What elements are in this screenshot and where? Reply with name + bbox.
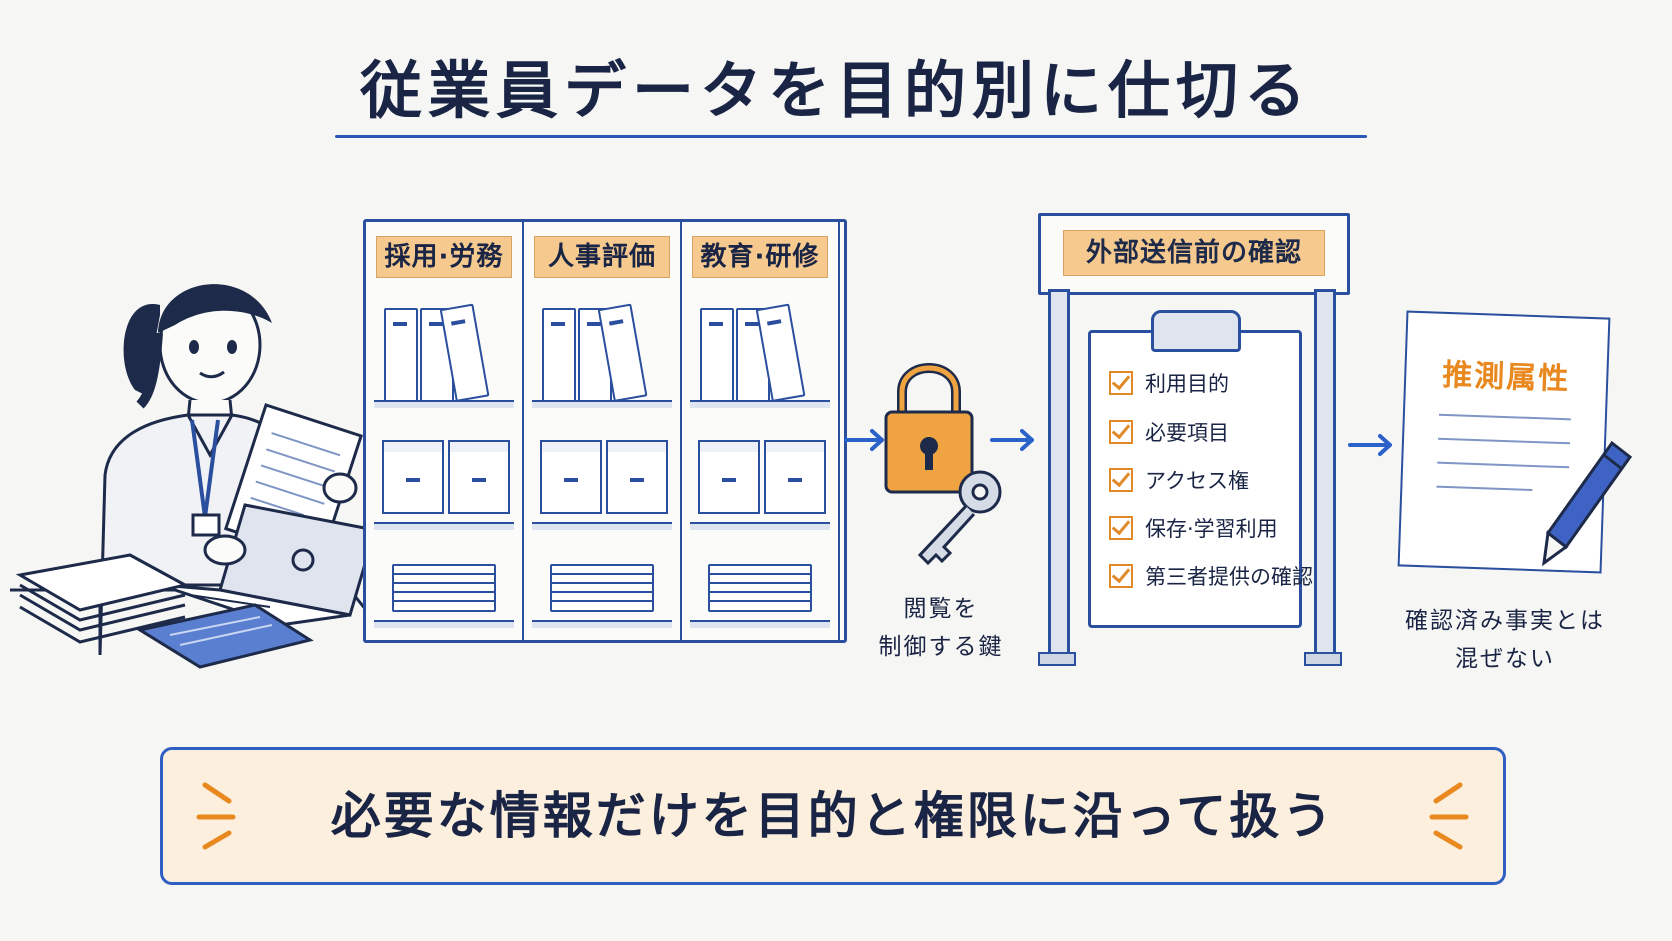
checklist-item-label: 第三者提供の確認 <box>1145 565 1313 589</box>
file-box-icon <box>448 440 510 514</box>
checklist-item-label: 保存·学習利用 <box>1145 517 1278 541</box>
data-cabinet: 採用·労務 人事評価 教育·研修 <box>363 219 847 643</box>
cabinet-shelf <box>532 620 672 628</box>
cabinet-label: 教育·研修 <box>692 236 828 278</box>
file-box-icon <box>606 440 668 514</box>
cabinet-shelf <box>532 522 672 530</box>
checkbox-checked-icon <box>1109 468 1133 492</box>
checklist-item: アクセス権 <box>1109 466 1249 496</box>
frame-post-left <box>1048 289 1070 661</box>
arrow-right-icon <box>990 429 1034 451</box>
summary-banner: 必要な情報だけを目的と権限に沿って扱う <box>160 747 1506 885</box>
doc-line <box>1436 485 1533 492</box>
cabinet-shelf <box>374 522 514 530</box>
inference-caption-line2: 混ぜない <box>1455 646 1555 672</box>
lock-caption: 閲覧を 制御する鍵 <box>866 590 1016 666</box>
file-box-icon <box>382 440 444 514</box>
file-box-icon <box>540 440 602 514</box>
cabinet-label: 採用·労務 <box>376 236 512 278</box>
inferred-attributes-title: 推測属性 <box>1441 357 1571 398</box>
paper-stack-icon <box>392 600 496 612</box>
external-transmission-check-header: 外部送信前の確認 <box>1038 213 1350 295</box>
checklist-item-label: 利用目的 <box>1145 372 1229 396</box>
checklist-item-label: アクセス権 <box>1145 469 1249 493</box>
checklist-item: 保存·学習利用 <box>1109 514 1278 544</box>
file-box-icon <box>698 440 760 514</box>
paper-stack-icon <box>708 600 812 612</box>
page-title: 従業員データを目的別に仕切る <box>359 54 1312 127</box>
cabinet-shelf <box>690 620 830 628</box>
frame-foot-left <box>1038 652 1076 666</box>
arrow-right-icon <box>1348 434 1392 456</box>
lock-caption-line1: 閲覧を <box>903 596 979 622</box>
cabinet-section-recruitment: 採用·労務 <box>366 222 524 640</box>
lock-and-key-icon <box>884 363 1002 566</box>
binder-icon <box>700 308 734 402</box>
sparkle-right-icon <box>1429 782 1469 850</box>
checklist-item: 第三者提供の確認 <box>1109 562 1313 592</box>
inference-caption-line1: 確認済み事実とは <box>1405 608 1605 634</box>
checklist-clipboard: 利用目的 必要項目 アクセス権 保存·学習利用 第三者提供の確認 <box>1088 330 1313 628</box>
frame-foot-right <box>1304 652 1342 666</box>
employee-at-desk-illustration <box>10 284 370 669</box>
check-frame-label: 外部送信前の確認 <box>1063 230 1325 276</box>
checkbox-checked-icon <box>1109 564 1133 588</box>
checkbox-checked-icon <box>1109 420 1133 444</box>
sparkle-left-icon <box>196 782 236 850</box>
cabinet-shelf <box>690 522 830 530</box>
inference-caption: 確認済み事実とは 混ぜない <box>1380 602 1630 678</box>
checkbox-checked-icon <box>1109 516 1133 540</box>
pen-icon <box>1542 440 1633 567</box>
paper-stack-icon <box>550 600 654 612</box>
cabinet-shelf <box>374 620 514 628</box>
checkbox-checked-icon <box>1109 371 1133 395</box>
checklist-item: 利用目的 <box>1109 369 1229 399</box>
checklist-item-label: 必要項目 <box>1145 421 1229 445</box>
binder-icon <box>542 308 576 402</box>
checklist-item: 必要項目 <box>1109 418 1229 448</box>
frame-post-right <box>1314 289 1336 661</box>
binder-icon <box>384 308 418 402</box>
cabinet-label: 人事評価 <box>534 236 670 278</box>
title-underline <box>335 135 1367 138</box>
cabinet-section-training: 教育·研修 <box>682 222 840 640</box>
doc-line <box>1438 413 1571 421</box>
summary-banner-text: 必要な情報だけを目的と権限に沿って扱う <box>330 787 1336 845</box>
file-box-icon <box>764 440 826 514</box>
arrow-right-icon <box>844 429 884 451</box>
clipboard-clip-icon <box>1151 310 1241 352</box>
lock-caption-line2: 制御する鍵 <box>878 634 1004 660</box>
cabinet-section-evaluation: 人事評価 <box>524 222 682 640</box>
